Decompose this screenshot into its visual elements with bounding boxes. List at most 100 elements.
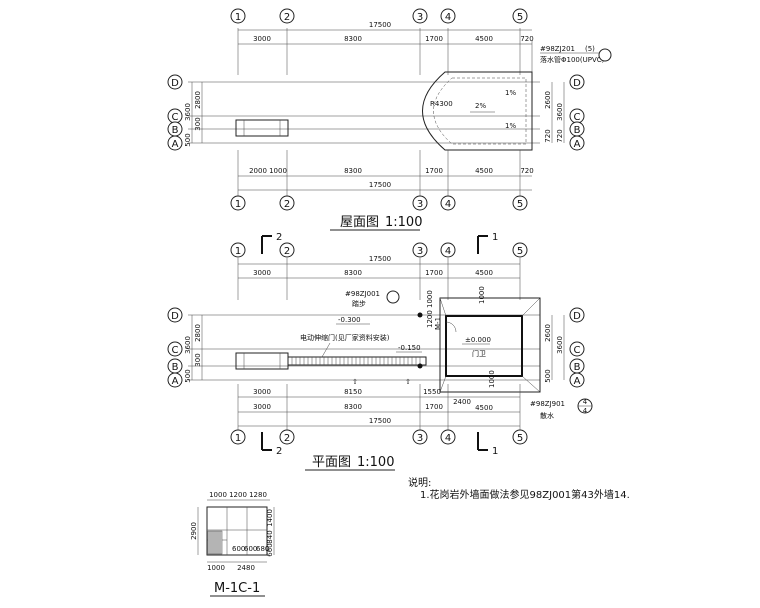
roof-ref: #98ZJ201 [540, 45, 575, 53]
dim-label: 4500 [475, 167, 493, 175]
dim-label: 720 [544, 129, 552, 142]
floor-ref: #98ZJ001 [345, 290, 380, 298]
axis-label: 1 [235, 199, 241, 210]
door-detail: 1000 1200 1280 2900 1400 840 660 600 600… [190, 491, 275, 597]
roof-ref-sub: (5) [585, 45, 595, 53]
section-mark: 1 [492, 446, 498, 457]
roof-gate-pier [235, 119, 289, 137]
axis-label: D [573, 311, 581, 322]
axis-label: 4 [445, 12, 451, 23]
dim-label: 8150 [344, 388, 362, 396]
dim-label: 680 [256, 545, 269, 553]
axis-label: B [172, 362, 179, 373]
axis-label: 5 [517, 433, 523, 444]
dim-label: 3000 [253, 35, 271, 43]
entry-arrow: ⇧ [405, 378, 411, 386]
general-note: 说明: 1.花岗岩外墙面做法参见98ZJ001第43外墙14. [408, 476, 630, 501]
guardhouse-apron [439, 297, 541, 393]
dim-label: 1000 [209, 491, 227, 499]
axis-label: A [172, 139, 179, 150]
axis-label: 1 [235, 433, 241, 444]
dim-label: 1200 [229, 491, 247, 499]
dim-label: 600 [232, 545, 245, 553]
roof-slope-note: 1% [505, 89, 516, 97]
dim-label: 720 [520, 167, 533, 175]
elevation: -0.150 [398, 344, 421, 352]
axis-label: 4 [445, 433, 451, 444]
dim-label: 8300 [344, 167, 362, 175]
door-detail-title: M-1C-1 [214, 581, 260, 596]
dim-label: 8300 [344, 403, 362, 411]
roof-slope: 2% [475, 102, 486, 110]
door-frame [206, 506, 268, 556]
axis-label: 3 [417, 433, 423, 444]
axis-label: 1 [235, 246, 241, 257]
floor-plan-title: 平面图 [312, 455, 351, 470]
sliding-gate [287, 356, 427, 366]
axis-label: 5 [517, 199, 523, 210]
axis-label: 2 [284, 199, 290, 210]
ref-num: 4 [583, 407, 588, 415]
dim-label: 300 [194, 353, 202, 366]
dim-label: 1000 [269, 167, 287, 175]
dim-label: 1700 [425, 35, 443, 43]
dim-label: 500 [544, 369, 552, 382]
dim-label: 3600 [184, 336, 192, 354]
elevation: -0.300 [338, 316, 361, 324]
section-mark: 1 [492, 232, 498, 243]
dim-label: 1200 [426, 310, 434, 328]
axis-label: 2 [284, 433, 290, 444]
dim-label: 300 [194, 117, 202, 130]
axis-label: 5 [517, 246, 523, 257]
floor-plan-scale: 1:100 [357, 455, 394, 470]
axis-label: 2 [284, 12, 290, 23]
dim-label: 2400 [453, 398, 471, 406]
axis-label: D [171, 311, 179, 322]
dim-label: 8300 [344, 269, 362, 277]
roof-plan-scale: 1:100 [385, 215, 422, 230]
roof-top-total: 17500 [369, 21, 391, 29]
section-mark: 2 [276, 446, 282, 457]
note-text: 1.花岗岩外墙面做法参见98ZJ001第43外墙14. [420, 488, 630, 501]
axis-label: 2 [284, 246, 290, 257]
dim-label: 2900 [190, 522, 198, 540]
floor-bottom-total: 17500 [369, 417, 391, 425]
floor-ref-sub: 踏步 [352, 299, 366, 308]
axis-label: B [172, 125, 179, 136]
dim-label: 3000 [253, 403, 271, 411]
dim-label: 600 [244, 545, 257, 553]
dim-label: 1700 [425, 269, 443, 277]
axis-label: D [573, 78, 581, 89]
dim-label: 2800 [194, 324, 202, 342]
dim-label: 2480 [237, 564, 255, 572]
axis-label: C [574, 112, 581, 123]
dim-label: 4500 [475, 404, 493, 412]
elevation-inside: ±0.000 [465, 336, 491, 344]
dim-label: 2800 [194, 91, 202, 109]
roof-plan: 1 2 3 4 5 17500 3000 8300 1700 4500 720 … [167, 8, 612, 231]
note-heading: 说明: [408, 476, 431, 489]
dim-label: 1000 [207, 564, 225, 572]
dim-label: 3000 [253, 269, 271, 277]
section-mark: 2 [276, 232, 282, 243]
floor-ref2-sub: 散水 [540, 411, 554, 420]
roof-drain: 落水管Φ100(UPVC) [540, 55, 605, 64]
axis-label: 4 [445, 246, 451, 257]
axis-label: B [574, 362, 581, 373]
door-mark: M-1 [434, 317, 442, 330]
dim-label: 3600 [184, 103, 192, 121]
room-name: 门卫 [472, 349, 486, 358]
dim-label: 1000 [426, 290, 434, 308]
axis-label: C [172, 345, 179, 356]
roof-axis-bubbles-top: 1 2 3 4 5 [230, 8, 528, 24]
entry-arrow: ⇧ [352, 378, 358, 386]
dim-label: 840 [266, 530, 274, 543]
dim-label: 2000 [249, 167, 267, 175]
dim-label: 1400 [266, 509, 274, 527]
floor-plan: 2 1 1 2 3 4 5 17500 3000 8300 1700 4500 … [167, 232, 593, 471]
dim-label: 1000 [488, 370, 496, 388]
axis-label: 4 [445, 199, 451, 210]
axis-label: 3 [417, 12, 423, 23]
dim-label: 1000 [478, 286, 486, 304]
